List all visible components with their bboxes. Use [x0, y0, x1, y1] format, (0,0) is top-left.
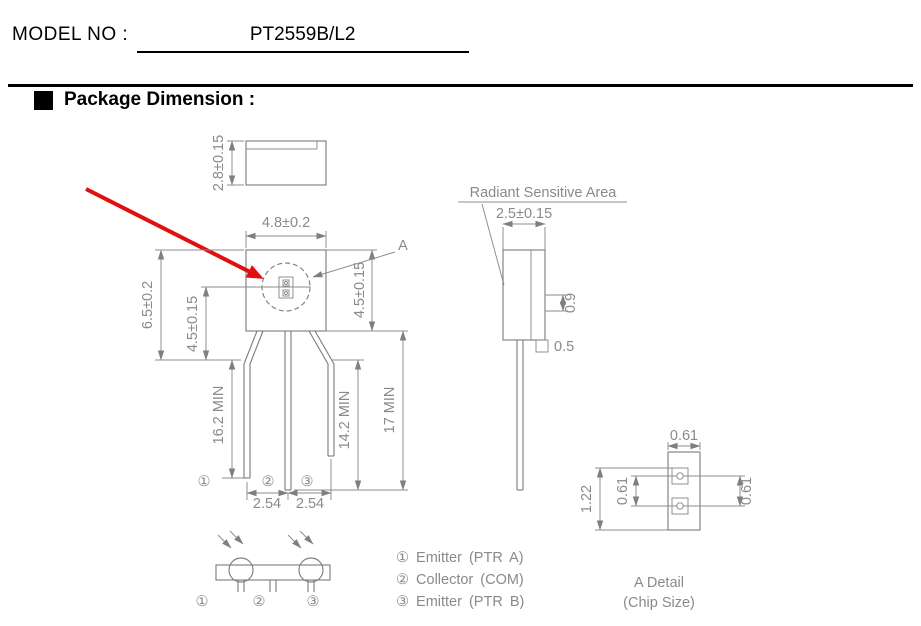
body-height-dim: 6.5±0.2: [140, 281, 156, 329]
model-row: MODEL NO : PT2559B/L2: [12, 24, 469, 53]
radiant-area-width-dim: 2.5±0.15: [496, 206, 552, 222]
model-no-value: PT2559B/L2: [136, 24, 469, 53]
detail-leader-line: [312, 251, 396, 278]
body-height-right-dim: 4.5±0.15: [352, 262, 368, 318]
lead-left-length-dim: 16.2 MIN: [211, 386, 227, 445]
pin1-marker: ①: [198, 474, 211, 490]
lead-square-dim: 0.5: [554, 339, 574, 355]
bottom-view-outline: [215, 564, 331, 581]
chip-detail-title: A Detail: [634, 575, 684, 591]
bottom-view: ① ② ③: [196, 530, 331, 610]
chip-holder: [278, 276, 294, 299]
top-view: 2.8±0.15: [211, 135, 327, 191]
top-view-thickness-dim: 2.8±0.15: [211, 135, 227, 191]
section-heading: Package Dimension :: [34, 89, 255, 111]
pin2-marker: ②: [262, 474, 275, 490]
section-title: Package Dimension :: [64, 89, 256, 110]
section-bullet-square: [34, 90, 53, 110]
pin-legend: ① Emitter (PTR A) ② Collector (COM) ③ Em…: [396, 550, 524, 610]
legend-line-3: ③ Emitter (PTR B): [396, 594, 524, 610]
side-view-outline: [502, 249, 546, 341]
chip-detail: 0.61 1.22 0.61 0.61 A Detail (Chip Size): [579, 428, 755, 611]
pin3-marker: ③: [301, 474, 314, 490]
bottom-pin1-marker: ①: [196, 594, 209, 610]
legend-line-1: ① Emitter (PTR A): [396, 550, 524, 566]
detail-mark-label: A: [398, 238, 408, 254]
lens-a-circle: [228, 557, 254, 583]
header-divider: [8, 84, 913, 87]
chip-pad-pitch-left-dim: 0.61: [615, 477, 631, 505]
window-depth-dim: 0.9: [563, 293, 579, 313]
radiant-area-leader: [481, 203, 505, 286]
radiant-area-label: Radiant Sensitive Area: [470, 185, 618, 201]
light-arrows-b: [287, 530, 314, 549]
lens-center-dim: 4.5±0.15: [185, 296, 201, 352]
pitch-right-dim: 2.54: [296, 496, 324, 512]
pitch-left-dim: 2.54: [253, 496, 281, 512]
bottom-pin3-marker: ③: [307, 594, 320, 610]
top-view-outline: [245, 140, 327, 186]
red-annotation-arrow: [85, 187, 264, 279]
body-width-dim: 4.8±0.2: [262, 215, 310, 231]
lead-right-length-dim: 17 MIN: [382, 387, 398, 434]
chip-pad-pitch-right-dim: 0.61: [739, 477, 755, 505]
lead-middle-length-dim: 14.2 MIN: [337, 391, 353, 450]
chip-width-dim: 0.61: [670, 428, 698, 444]
package-body-outline: [245, 249, 327, 332]
front-view: A 4.8±0.2 6.5±0.2 4.5±0.15 4.5±0.15: [85, 187, 408, 512]
lead-right: [308, 330, 335, 457]
side-view: Radiant Sensitive Area 2.5±0.15 0.9 0.5: [458, 185, 627, 491]
chip-detail-subtitle: (Chip Size): [623, 595, 695, 611]
model-no-label: MODEL NO :: [12, 24, 129, 45]
lens-b-circle: [298, 557, 324, 583]
chip-outline: [667, 451, 701, 531]
legend-line-2: ② Collector (COM): [396, 572, 524, 588]
square-lead-symbol: [535, 339, 549, 353]
light-arrows-a: [217, 530, 244, 549]
lead-left: [243, 330, 264, 479]
chip-total-height-dim: 1.22: [579, 485, 595, 513]
bottom-pin2-marker: ②: [253, 594, 266, 610]
lead-middle: [284, 331, 292, 491]
